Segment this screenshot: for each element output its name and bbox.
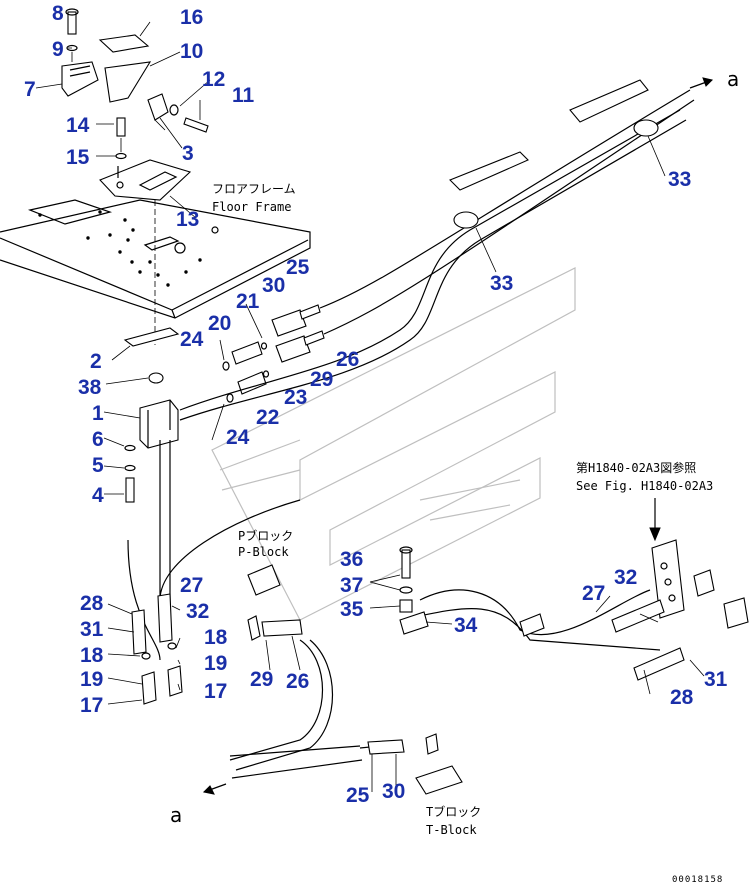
hose-fittings-upper bbox=[222, 304, 325, 403]
see-fig-label-en: See Fig. H1840-02A3 bbox=[576, 479, 713, 493]
p-block-label-en: P-Block bbox=[238, 545, 289, 559]
callout-29-lower: 29 bbox=[250, 668, 273, 691]
callout-34: 34 bbox=[454, 614, 478, 637]
callout-8: 8 bbox=[52, 2, 64, 25]
callout-14: 14 bbox=[66, 114, 90, 137]
callout-38: 38 bbox=[78, 376, 102, 399]
callout-18-right: 18 bbox=[204, 626, 228, 649]
document-id: 00018158 bbox=[672, 875, 723, 885]
hose-routing bbox=[127, 89, 695, 779]
callout-32-left: 32 bbox=[186, 600, 209, 623]
callout-30-upper: 30 bbox=[262, 274, 285, 297]
callout-18-left: 18 bbox=[80, 644, 104, 667]
callout-4: 4 bbox=[92, 484, 104, 507]
callout-21: 21 bbox=[236, 290, 260, 313]
callout-27-right: 27 bbox=[582, 582, 605, 605]
floor-frame-label-en: Floor Frame bbox=[212, 200, 291, 214]
callout-22: 22 bbox=[256, 406, 279, 429]
see-fig-label-jp: 第H1840-02A3図参照 bbox=[576, 460, 696, 475]
callout-25-upper: 25 bbox=[286, 256, 310, 279]
callout-36: 36 bbox=[340, 548, 363, 571]
floor-frame bbox=[0, 199, 311, 319]
callout-1: 1 bbox=[92, 402, 104, 425]
callout-25-lower: 25 bbox=[346, 784, 370, 807]
pedal-bracket-assembly bbox=[61, 8, 209, 160]
callout-31-left: 31 bbox=[80, 618, 104, 641]
watermark bbox=[211, 267, 576, 621]
callout-27-left: 27 bbox=[180, 574, 203, 597]
callout-32-right: 32 bbox=[614, 566, 637, 589]
callout-29-upper: 29 bbox=[310, 368, 333, 391]
callout-13: 13 bbox=[176, 208, 199, 231]
bracket-plate bbox=[99, 159, 192, 201]
arrow-a-top-label: a bbox=[727, 67, 739, 91]
callout-20: 20 bbox=[208, 312, 231, 335]
callout-10: 10 bbox=[180, 40, 203, 63]
callout-23: 23 bbox=[284, 386, 307, 409]
p-block-label-jp: Pブロック bbox=[238, 528, 293, 543]
callout-5: 5 bbox=[92, 454, 104, 477]
arrow-a-bottom bbox=[202, 783, 227, 795]
callout-7: 7 bbox=[24, 78, 36, 101]
callout-19-left: 19 bbox=[80, 668, 103, 691]
t-block-label-jp: Tブロック bbox=[426, 804, 481, 819]
callout-12: 12 bbox=[202, 68, 225, 91]
callout-26-lower: 26 bbox=[286, 670, 309, 693]
callout-26-upper: 26 bbox=[336, 348, 359, 371]
callout-24-lower: 24 bbox=[226, 426, 250, 449]
arrow-a-bottom-label: a bbox=[170, 803, 182, 827]
block-assembly bbox=[123, 327, 180, 503]
callout-16: 16 bbox=[180, 6, 203, 29]
callout-28-left: 28 bbox=[80, 592, 104, 615]
callout-17-right: 17 bbox=[204, 680, 227, 703]
callout-2: 2 bbox=[90, 350, 102, 373]
see-fig-pointer bbox=[649, 498, 661, 542]
hose-ends-left bbox=[131, 593, 183, 705]
callout-17-left: 17 bbox=[80, 694, 103, 717]
callout-19-right: 19 bbox=[204, 652, 227, 675]
callout-33-lower: 33 bbox=[490, 272, 513, 295]
leader-lines bbox=[35, 21, 705, 792]
t-block-label-en: T-Block bbox=[426, 823, 477, 837]
hose-ends-right bbox=[611, 539, 749, 681]
callout-24-upper: 24 bbox=[180, 328, 204, 351]
callout-37: 37 bbox=[340, 574, 363, 597]
callout-15: 15 bbox=[66, 146, 90, 169]
callout-28-right: 28 bbox=[670, 686, 694, 709]
clamps bbox=[449, 79, 659, 229]
callout-9: 9 bbox=[52, 38, 64, 61]
p-block-assembly bbox=[247, 564, 303, 641]
callout-6: 6 bbox=[92, 428, 104, 451]
callout-33-upper: 33 bbox=[668, 168, 691, 191]
arrow-a-top bbox=[689, 77, 713, 89]
callout-31-right: 31 bbox=[704, 668, 728, 691]
callout-11: 11 bbox=[232, 84, 255, 107]
clamp-bolt-assembly bbox=[399, 546, 545, 637]
callout-3: 3 bbox=[182, 142, 194, 165]
t-block-assembly bbox=[367, 733, 463, 795]
callout-30-lower: 30 bbox=[382, 780, 405, 803]
callout-35: 35 bbox=[340, 598, 364, 621]
floor-frame-label-jp: フロアフレーム bbox=[212, 182, 296, 196]
